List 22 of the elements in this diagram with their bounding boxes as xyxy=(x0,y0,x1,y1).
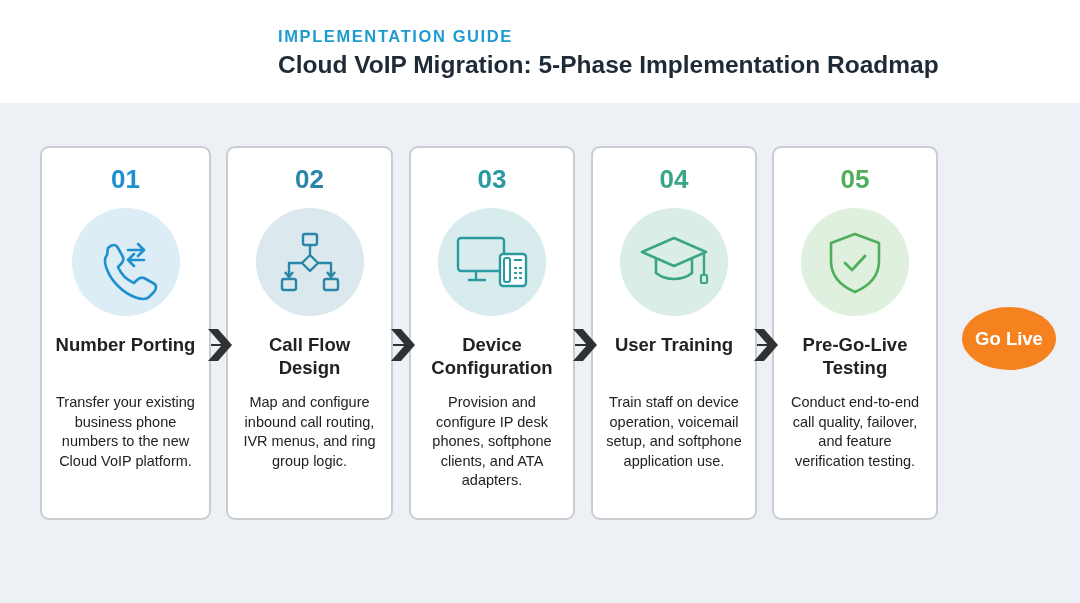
step-number: 01 xyxy=(111,164,140,195)
phase-description: Provision and configure IP desk phones, softphone clients, and ATA adapters. xyxy=(431,393,553,490)
step-number: 03 xyxy=(477,164,507,195)
phase-card xyxy=(40,146,211,520)
phase-description: Transfer your existing business phone numbers to the new Cloud VoIP platform. xyxy=(55,393,196,471)
section-kicker: IMPLEMENTATION GUIDE xyxy=(278,27,513,46)
phase-title: User Training xyxy=(614,333,734,356)
phase-description: Train staff on device operation, voicemail setup, and softphone application use. xyxy=(605,393,743,471)
phase-card xyxy=(772,146,938,520)
phase-description: Map and configure inbound call routing, IVR menus, and ring group logic. xyxy=(242,393,377,471)
phase-card xyxy=(591,146,757,520)
phase-card xyxy=(226,146,393,520)
step-number: 02 xyxy=(295,164,324,195)
phase-card xyxy=(409,146,575,520)
step-number: 05 xyxy=(840,164,870,195)
phase-title: Call Flow Design xyxy=(267,333,352,379)
step-number: 04 xyxy=(659,164,689,195)
page-title: Cloud VoIP Migration: 5-Phase Implementation Roadmap xyxy=(278,51,939,79)
phase-title: Pre-Go-Live Testing xyxy=(801,333,909,379)
phase-description: Conduct end-to-end call quality, failover, and feature verification testing. xyxy=(789,393,921,471)
phase-title: Device Configuration xyxy=(430,333,554,379)
phase-title: Number Porting xyxy=(55,333,196,356)
